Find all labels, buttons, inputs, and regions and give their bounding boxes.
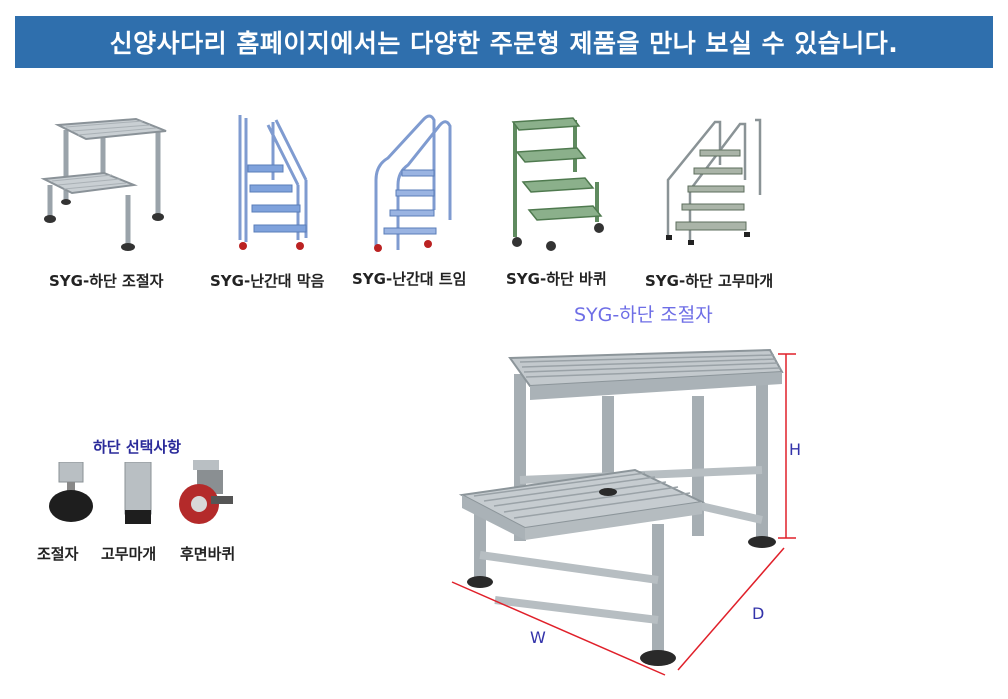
banner-text: 신양사다리 홈페이지에서는 다양한 주문형 제품을 만나 보실 수 있습니다. <box>109 29 899 58</box>
product-label-railing-closed: SYG-난간대 막음 <box>210 272 325 290</box>
product-label-rubber-caps: SYG-하단 고무마개 <box>645 272 774 290</box>
header-banner: 신양사다리 홈페이지에서는 다양한 주문형 제품을 만나 보실 수 있습니다. <box>15 16 993 68</box>
dimension-depth-label: D <box>752 604 765 623</box>
product-label-adjuster: SYG-하단 조절자 <box>49 272 164 290</box>
product-image-adjuster[interactable] <box>38 105 178 255</box>
product-image-rubber-caps[interactable] <box>660 110 770 255</box>
product-image-wheels[interactable] <box>505 112 615 252</box>
option-label-rear-wheel: 후면바퀴 <box>180 545 236 563</box>
main-product-image <box>440 330 800 699</box>
option-label-rubber-cap: 고무마개 <box>101 545 157 563</box>
dimension-height-label: H <box>789 440 802 459</box>
product-label-railing-open: SYG-난간대 트임 <box>352 270 467 288</box>
product-image-railing-open[interactable] <box>368 110 458 255</box>
option-label-adjuster: 조절자 <box>37 545 79 563</box>
main-product-title: SYG-하단 조절자 <box>574 304 713 326</box>
product-image-railing-closed[interactable] <box>228 110 323 255</box>
option-image-rear-wheel[interactable] <box>175 460 237 532</box>
dimension-width-label: W <box>530 628 546 647</box>
option-image-rubber-cap[interactable] <box>117 461 159 530</box>
option-image-adjuster[interactable] <box>47 461 97 530</box>
options-title: 하단 선택사항 <box>93 438 182 456</box>
product-label-wheels: SYG-하단 바퀴 <box>506 270 607 288</box>
